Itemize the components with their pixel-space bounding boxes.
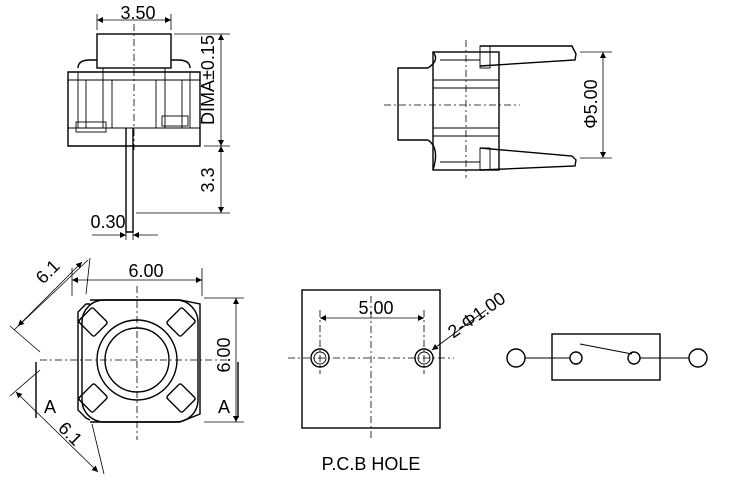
switch-schematic	[506, 333, 708, 381]
top-lead-upper	[479, 45, 577, 67]
pcb-spacing-label: 5.00	[358, 298, 393, 318]
plan-diag-bottom-label: 6.1	[54, 418, 86, 450]
top-lead-lower	[479, 147, 577, 171]
lead-length-label: 3.3	[198, 167, 218, 192]
side-lead	[125, 128, 134, 233]
section-a-right: A	[218, 397, 230, 417]
top-diameter-label: Φ5.00	[581, 79, 601, 128]
side-view: 3.50 DIMA±0.15 3.3 0.30	[67, 3, 230, 240]
schematic-switch-arm	[579, 343, 633, 355]
side-body	[67, 71, 201, 147]
schematic-terminal-left	[506, 348, 526, 368]
side-height-label: DIMA±0.15	[198, 35, 218, 125]
plan-view: A A 6.00 6.00 6.1 6.1	[9, 256, 244, 475]
lead-width-label: 0.30	[90, 212, 125, 232]
schematic-contact-left	[569, 351, 583, 365]
schematic-terminal-right	[688, 348, 708, 368]
side-width-label: 3.50	[120, 3, 155, 23]
pcb-hole-label: 2-Φ1.00	[444, 288, 509, 342]
top-actuator	[397, 67, 428, 141]
pcb-hole-view: 5.00 2-Φ1.00 P.C.B HOLE	[288, 288, 509, 474]
top-view: Φ5.00	[384, 40, 612, 178]
schematic-box	[551, 333, 661, 381]
plan-height-label: 6.00	[214, 337, 234, 372]
pcb-caption: P.C.B HOLE	[322, 454, 421, 474]
plan-body	[81, 299, 199, 423]
plan-diag-top-label: 6.1	[32, 256, 64, 288]
plan-width-label: 6.00	[128, 261, 163, 281]
section-a-left: A	[44, 397, 56, 417]
